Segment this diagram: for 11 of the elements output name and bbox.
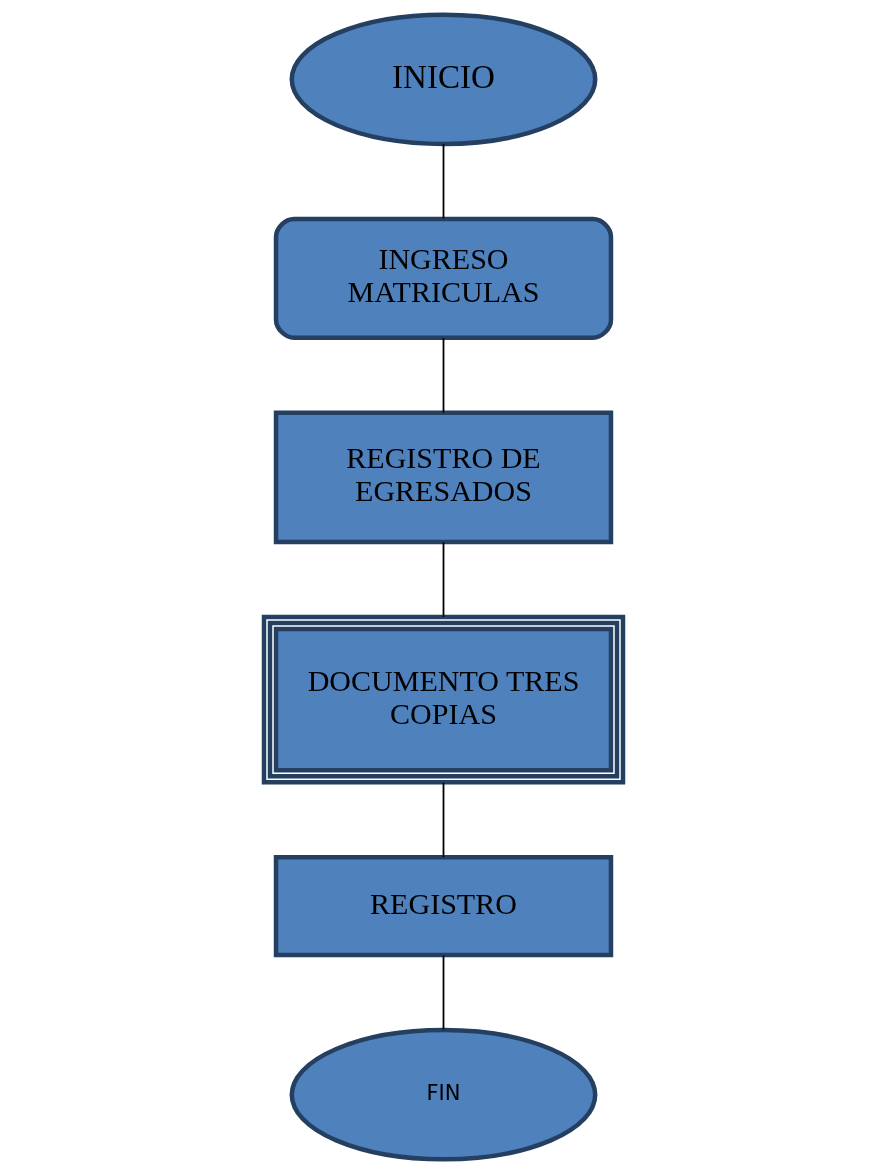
node-box: DOCUMENTO TRES COPIAS (261, 614, 625, 785)
node-ellipse: INICIO (289, 12, 597, 147)
connector (442, 541, 444, 618)
connector (442, 143, 444, 220)
connector (442, 337, 444, 414)
node-ellipse: FIN (289, 1027, 597, 1162)
node-box: REGISTRO DE EGRESADOS (273, 410, 613, 545)
connector (442, 781, 444, 858)
node-box: INGRESO MATRICULAS (273, 216, 613, 340)
connector (442, 954, 444, 1031)
node-box: REGISTRO (273, 855, 613, 958)
